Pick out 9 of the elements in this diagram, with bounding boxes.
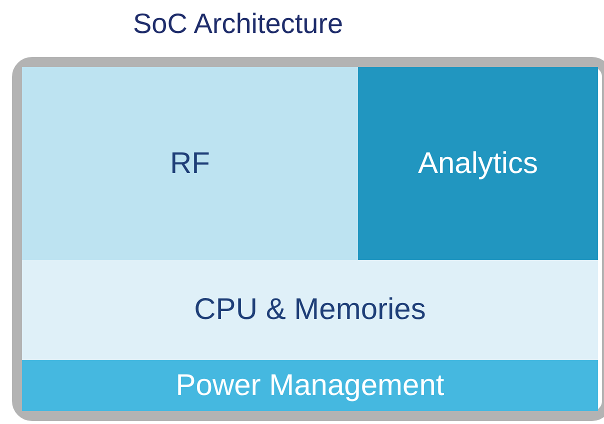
block-label: Analytics bbox=[418, 146, 538, 180]
block-label: Power Management bbox=[176, 368, 444, 402]
block-label: CPU & Memories bbox=[194, 293, 426, 327]
block-label: RF bbox=[170, 146, 210, 180]
cpu-memory-block bbox=[22, 260, 598, 360]
node-label: SoC Architecture bbox=[133, 8, 344, 40]
power-management-block bbox=[22, 360, 598, 411]
rf-block bbox=[22, 67, 358, 260]
analytics-block bbox=[358, 67, 598, 260]
